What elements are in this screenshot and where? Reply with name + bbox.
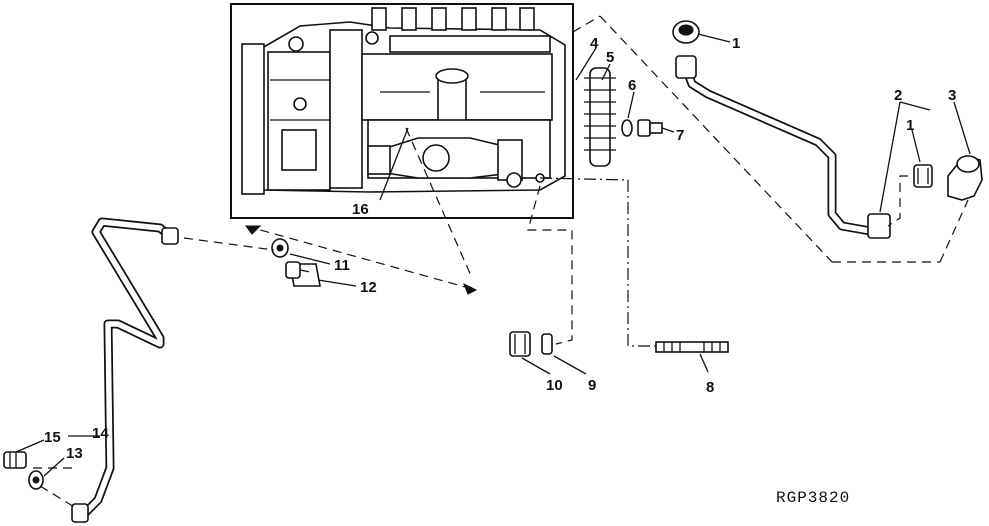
- callout-2: 2: [894, 87, 902, 104]
- callout-4: 4: [590, 35, 599, 52]
- drive-gear: [584, 67, 616, 167]
- lock-washer: [621, 119, 633, 137]
- callout-8: 8: [706, 379, 714, 396]
- gear-bolt: [637, 119, 663, 137]
- leader-lines: [15, 33, 971, 477]
- callout-15: 15: [44, 429, 61, 446]
- callout-1-top: 1: [732, 35, 740, 52]
- washer-11: [271, 238, 289, 258]
- fitting-15: [3, 451, 27, 469]
- delivery-valve-holders: [371, 7, 535, 31]
- seal-cap-top: [672, 20, 700, 44]
- elbow-fitting: [947, 155, 983, 201]
- callout-14: 14: [92, 425, 109, 442]
- callout-16: 16: [352, 201, 369, 218]
- mounting-stud: [655, 341, 729, 353]
- stud-washer: [541, 333, 553, 355]
- callout-1-right: 1: [906, 117, 914, 134]
- nut-right: [913, 164, 933, 188]
- callout-3: 3: [948, 87, 956, 104]
- callout-11: 11: [334, 257, 350, 274]
- callout-7: 7: [676, 127, 684, 144]
- callout-9: 9: [588, 377, 596, 394]
- fuel-line-upper-right: [675, 55, 891, 239]
- callout-12: 12: [360, 279, 377, 296]
- figure-reference-code: RGP3820: [776, 489, 850, 507]
- callout-5: 5: [606, 49, 614, 66]
- callout-6: 6: [628, 77, 636, 94]
- stud-nut: [509, 331, 531, 357]
- plug-12: [285, 261, 321, 287]
- callout-10: 10: [546, 377, 563, 394]
- callout-13: 13: [66, 445, 83, 462]
- assembly-lines: [32, 15, 969, 509]
- washer-13: [28, 470, 44, 490]
- fuel-line-lower-left: [71, 217, 179, 523]
- injection-pump-assembly: [230, 3, 574, 219]
